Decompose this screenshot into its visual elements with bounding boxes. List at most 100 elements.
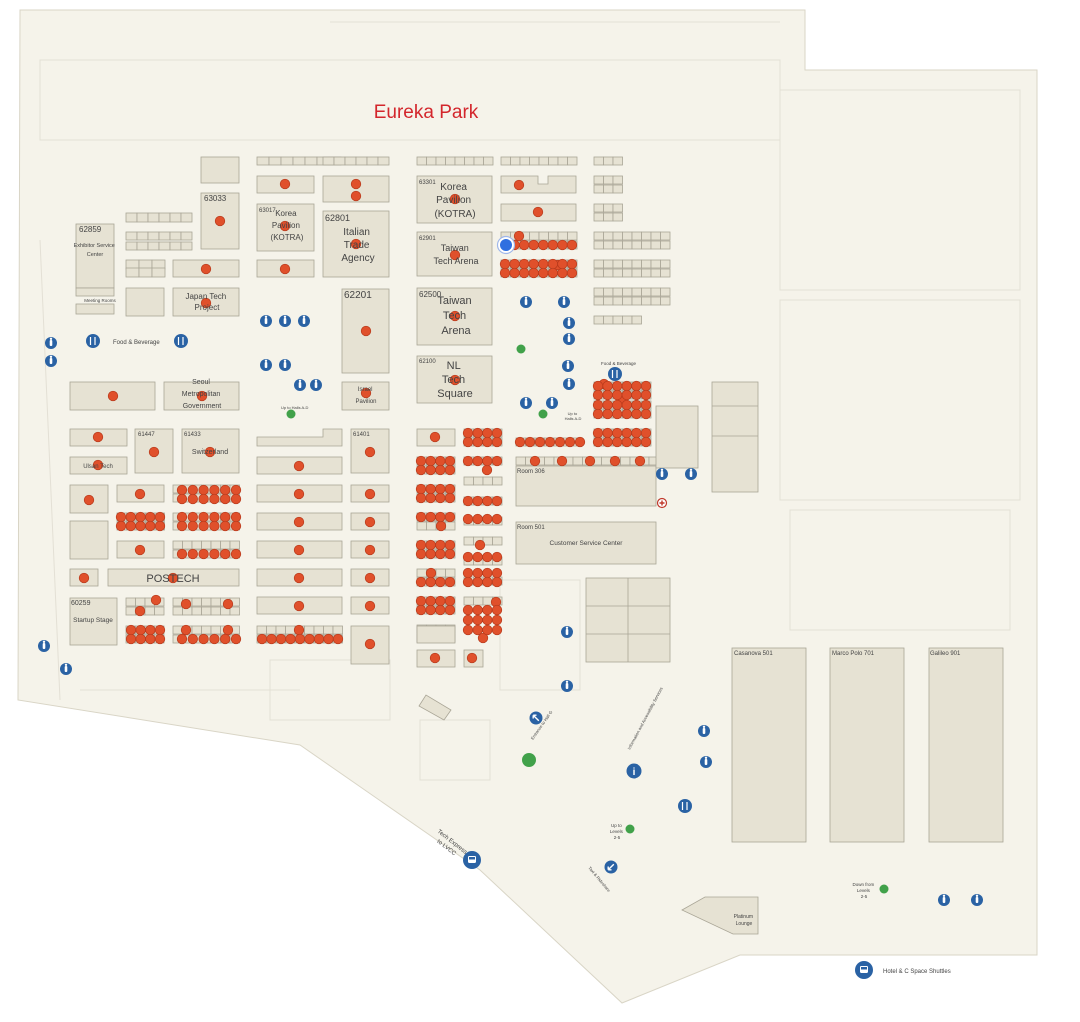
exhibitor-dot[interactable] [154,520,166,532]
restroom-icon[interactable] [558,296,570,308]
exhibitor-dot[interactable] [592,380,604,392]
booth-block[interactable] [418,694,452,721]
exhibitor-dot[interactable] [472,551,483,563]
booth-cell[interactable] [538,156,549,166]
booth-cell[interactable] [603,296,614,306]
exhibitor-dot[interactable] [435,539,446,551]
exhibitor-dot[interactable] [491,604,503,616]
restroom-icon[interactable] [298,315,310,327]
exhibitor-dot[interactable] [425,464,436,476]
restroom-icon[interactable] [561,626,573,638]
booth-cell[interactable] [285,625,296,635]
booth-cell[interactable] [147,241,160,251]
exhibitor-dot[interactable] [230,484,242,496]
exhibitor-dot[interactable] [209,484,220,496]
exhibitor-dot[interactable] [444,464,456,476]
exhibitor-dot[interactable] [198,633,209,645]
exhibitor-dot[interactable] [592,408,604,420]
booth-cell[interactable] [144,606,155,616]
booth-cell[interactable] [612,315,623,325]
meeting-rooms-label[interactable]: Meeting Rooms [84,298,116,303]
booth-cell[interactable] [125,267,140,278]
exhibitor-dot[interactable] [640,427,652,439]
exhibitor-dot[interactable] [425,455,436,467]
exhibitor-dot[interactable] [425,539,436,551]
exhibitor-dot[interactable] [435,511,446,523]
exhibitor-dot[interactable] [135,520,146,532]
exhibitor-dot[interactable] [482,427,493,439]
booth-cell[interactable] [631,259,642,269]
booth-cell[interactable] [567,231,578,241]
restroom-icon[interactable] [656,468,668,480]
booth-cell[interactable] [557,156,568,166]
exhibitor-dot[interactable] [444,539,456,551]
exhibitor-dot[interactable] [364,488,376,500]
booth-cell[interactable] [463,536,474,546]
booth-cell[interactable] [125,241,138,251]
exhibitor-dot[interactable] [279,263,291,275]
exhibitor-dot[interactable] [145,624,156,636]
booth-cell[interactable] [650,240,661,250]
exhibitor-dot[interactable] [198,511,209,523]
exhibitor-dot[interactable] [313,633,325,645]
booth-cell[interactable] [603,203,614,213]
booth-62500-label[interactable]: 62500 [419,290,442,299]
booth-cell[interactable] [366,156,379,166]
booth-cell[interactable] [355,156,368,166]
booth-cell[interactable] [463,596,474,606]
booth-62201-label[interactable]: 62201 [344,290,372,301]
exhibitor-dot[interactable] [602,436,613,448]
exhibitor-dot[interactable] [547,258,559,270]
exhibitor-dot[interactable] [621,380,632,392]
booth-cell[interactable] [191,597,202,607]
exhibitor-dot[interactable] [612,408,623,420]
booth-cell[interactable] [548,156,559,166]
booth-cell[interactable] [154,606,165,616]
booth-cell[interactable] [169,231,182,241]
exhibitor-dot[interactable] [429,652,441,664]
booth-cell[interactable] [650,287,661,297]
exhibitor-dot[interactable] [220,520,231,532]
exhibitor-dot[interactable] [187,548,198,560]
booth-cell[interactable] [631,315,642,325]
exhibitor-dot[interactable] [474,539,486,551]
exhibitor-dot[interactable] [462,427,474,439]
exhibitor-dot[interactable] [209,511,220,523]
exhibitor-dot[interactable] [425,548,436,560]
escalator-icon[interactable] [286,409,296,419]
exhibitor-dot[interactable] [415,464,427,476]
exhibitor-dot[interactable] [125,511,136,523]
restroom-icon[interactable] [45,355,57,367]
booth-cell[interactable] [620,456,631,466]
exhibitor-dot[interactable] [491,551,503,563]
exhibitor-dot[interactable] [640,389,652,401]
room-501-label[interactable]: Room 501 [517,525,545,531]
booth-cell[interactable] [256,625,267,635]
exhibitor-dot[interactable] [472,513,483,525]
booth-cell[interactable] [210,540,221,550]
exhibitor-dot[interactable] [134,605,146,617]
escalator-icon[interactable] [879,884,889,894]
exhibitor-dot[interactable] [466,652,478,664]
booth-61447-label[interactable]: 61447 [138,432,155,438]
exhibitor-dot[interactable] [145,633,156,645]
restroom-icon[interactable] [561,680,573,692]
booth-cell[interactable] [473,596,484,606]
exhibitor-dot[interactable] [176,484,188,496]
exhibitor-dot[interactable] [482,436,493,448]
booth-cell[interactable] [603,287,614,297]
exhibitor-dot[interactable] [294,633,306,645]
exhibitor-dot[interactable] [350,190,362,202]
exhibitor-dot[interactable] [621,436,632,448]
ulsan-label[interactable]: Ulsan Tech [83,464,113,470]
exhibitor-dot[interactable] [547,267,559,279]
exhibitor-dot[interactable] [518,267,530,279]
booth-cell[interactable] [641,268,652,278]
exhibitor-dot[interactable] [602,380,613,392]
exhibitor-dot[interactable] [621,399,632,411]
booth-cell[interactable] [322,156,335,166]
exhibitor-dot[interactable] [528,267,539,279]
exhibitor-dot[interactable] [415,595,427,607]
booth-block[interactable] [655,405,699,469]
exhibitor-dot[interactable] [230,548,242,560]
